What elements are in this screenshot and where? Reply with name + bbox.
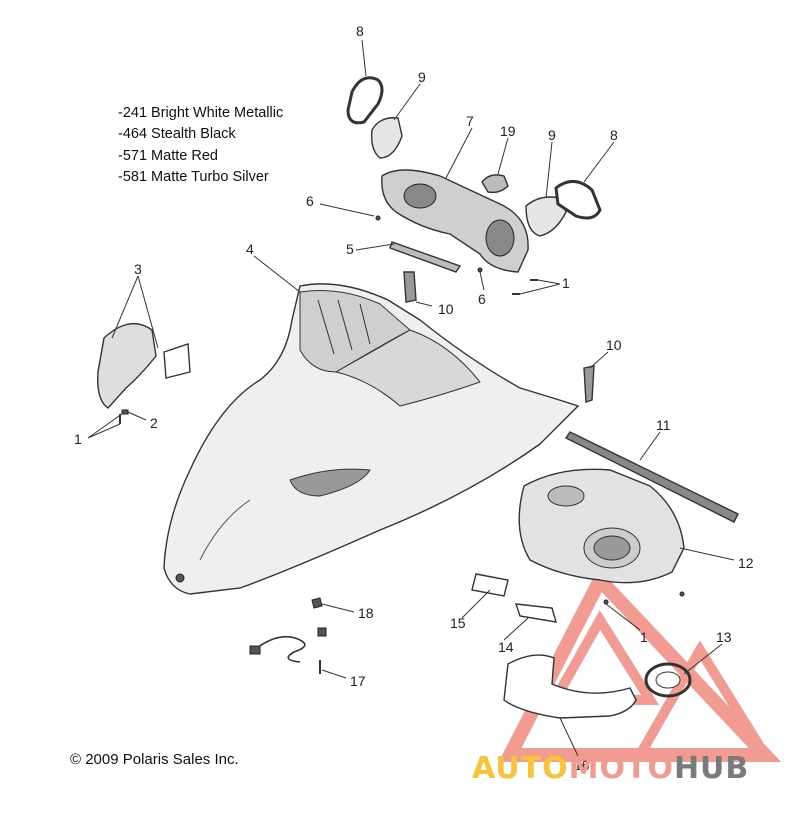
callout-8-top: 8 [356, 23, 364, 39]
copyright-text: © 2009 Polaris Sales Inc. [70, 751, 239, 768]
part-13-ring [644, 662, 692, 698]
part-1-pin-c [603, 599, 609, 605]
watermark-moto: MOTO [569, 751, 674, 786]
color-code-571: -571 Matte Red [118, 148, 218, 164]
callout-6-mid: 6 [478, 291, 486, 307]
callout-8-right: 8 [610, 127, 618, 143]
callout-12: 12 [738, 555, 754, 571]
callout-11: 11 [656, 417, 671, 433]
callout-labels: 8 9 7 19 9 8 6 5 3 4 10 6 1 10 2 1 11 12… [74, 23, 754, 773]
callout-3: 3 [134, 261, 142, 277]
color-code-list: -241 Bright White Metallic -464 Stealth … [118, 105, 283, 185]
part-10-clip-right [583, 365, 595, 403]
callout-13: 13 [716, 629, 732, 645]
color-code-241: -241 Bright White Metallic [118, 105, 283, 121]
leader-lines [87, 39, 735, 757]
part-6-screw-mid [477, 267, 483, 273]
callout-2: 2 [150, 415, 158, 431]
watermark-auto: AUTO [472, 751, 569, 786]
callout-17: 17 [350, 673, 366, 689]
part-16-panel [503, 654, 637, 719]
callout-9-right: 9 [548, 127, 556, 143]
watermark-text: AUTOMOTOHUB [472, 751, 749, 786]
part-12-airbox [518, 468, 685, 584]
part-1-pin-d [679, 591, 685, 597]
part-3-mirror [97, 322, 191, 424]
callout-10-top: 10 [438, 301, 454, 317]
part-10-clip-top [403, 271, 417, 303]
part-9-housing-left [370, 117, 403, 159]
callout-15: 15 [450, 615, 466, 631]
part-9-housing-right [525, 196, 567, 237]
part-18-connector [311, 597, 323, 609]
part-14-decal [514, 603, 557, 623]
callout-16: 16 [574, 757, 590, 773]
part-8-lens-right [554, 180, 602, 220]
part-19-switch [481, 174, 509, 194]
part-harness [249, 627, 327, 663]
callout-19: 19 [500, 123, 516, 139]
callout-10-right: 10 [606, 337, 622, 353]
watermark-hub: HUB [674, 751, 749, 786]
callout-4: 4 [246, 241, 254, 257]
part-7-console [381, 169, 529, 273]
part-11-rod [564, 431, 739, 523]
part-6-screw-top [375, 215, 381, 221]
callout-18: 18 [358, 605, 374, 621]
callout-7: 7 [466, 113, 474, 129]
callout-6-top: 6 [306, 193, 314, 209]
callout-1-left: 1 [74, 431, 82, 447]
callout-1-bottom: 1 [640, 629, 648, 645]
callout-5: 5 [346, 241, 354, 257]
callout-14: 14 [498, 639, 514, 655]
part-15-decal [471, 573, 509, 597]
part-4-hood [163, 283, 580, 595]
color-code-464: -464 Stealth Black [118, 126, 236, 142]
callout-1-top: 1 [562, 275, 570, 291]
callout-9-top: 9 [418, 69, 426, 85]
color-code-581: -581 Matte Turbo Silver [118, 169, 269, 185]
part-8-lens-left [346, 76, 384, 125]
part-5-strip [389, 241, 462, 273]
